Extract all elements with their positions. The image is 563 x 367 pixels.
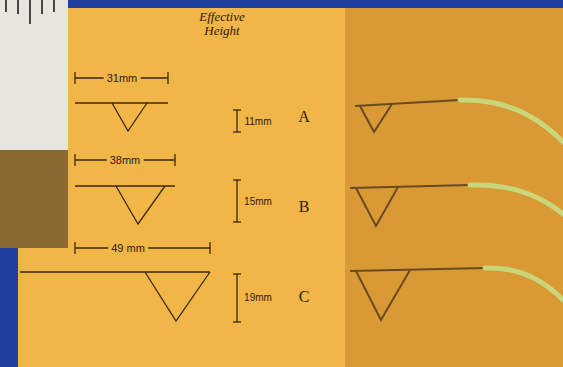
part-letter: C xyxy=(299,288,310,306)
dimension-label: 11mm xyxy=(244,116,271,127)
dimension-label: 49 mm xyxy=(108,242,148,254)
dimension-label: 31mm xyxy=(104,72,141,84)
part-letter: A xyxy=(298,108,310,126)
photo-panel xyxy=(345,8,563,367)
heading-note: Effective Height xyxy=(192,10,252,39)
dimension-label: 38mm xyxy=(107,154,144,166)
ruler-inset-base xyxy=(0,150,68,248)
dimension-label: 15mm xyxy=(244,196,272,207)
dimension-label: 19mm xyxy=(244,292,272,303)
paper-sheet xyxy=(18,8,563,367)
part-letter: B xyxy=(299,198,310,216)
device-drawings xyxy=(20,72,241,322)
ruler-inset xyxy=(0,0,68,150)
ruler-ticks xyxy=(6,0,54,24)
device-photos xyxy=(350,100,563,320)
